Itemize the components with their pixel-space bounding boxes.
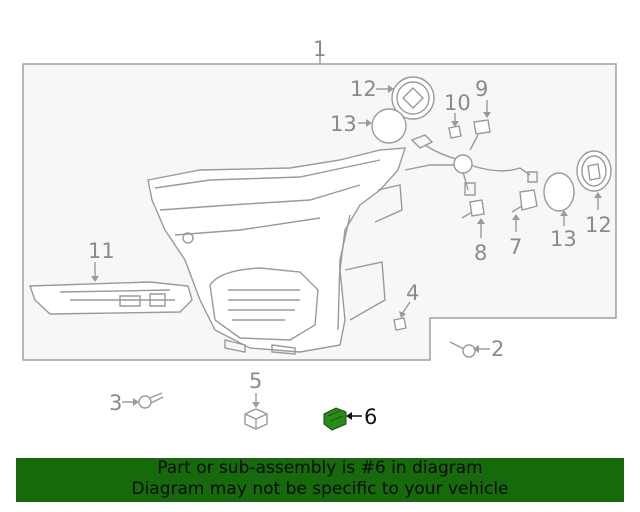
callout-3[interactable]: 3: [109, 391, 122, 415]
bracket-icon[interactable]: [29, 281, 193, 315]
callout-11[interactable]: 9: [475, 77, 488, 101]
callout-8[interactable]: 7: [509, 235, 522, 259]
connector-icon[interactable]: [473, 119, 491, 135]
cover-icon[interactable]: [576, 150, 612, 192]
callout-4[interactable]: 4: [406, 281, 419, 305]
seal-icon[interactable]: [543, 172, 575, 212]
parts-diagram: 1 11 12 13 10 9: [22, 37, 617, 431]
info-banner: Part or sub-assembly is #6 in diagram Di…: [16, 458, 624, 502]
bolt-icon[interactable]: [138, 392, 164, 409]
headlamp-housing-icon[interactable]: [147, 147, 406, 355]
callout-13-top[interactable]: 13: [330, 112, 357, 136]
nut-icon[interactable]: [244, 408, 268, 430]
callout-6[interactable]: 6: [364, 405, 377, 429]
cover-icon[interactable]: [391, 76, 435, 120]
bulb-icon[interactable]: [461, 199, 485, 219]
callout-5[interactable]: 5: [249, 369, 262, 393]
highlighted-part-6-icon[interactable]: [323, 407, 347, 431]
screw-icon[interactable]: [449, 341, 476, 358]
callout-12-right[interactable]: 12: [585, 213, 612, 237]
callout-12-top[interactable]: 12: [350, 77, 377, 101]
banner-line-2: Diagram may not be specific to your vehi…: [131, 479, 509, 499]
callout-7[interactable]: 11: [88, 239, 115, 263]
callout-13-right[interactable]: 13: [550, 227, 577, 251]
bulb-icon[interactable]: [511, 189, 538, 213]
callout-9[interactable]: 8: [474, 241, 487, 265]
seal-icon[interactable]: [371, 108, 407, 144]
callout-10[interactable]: 10: [444, 91, 471, 115]
banner-line-1: Part or sub-assembly is #6 in diagram: [157, 458, 483, 478]
clip-icon[interactable]: [393, 317, 407, 331]
callout-2[interactable]: 2: [491, 337, 504, 361]
cap-icon[interactable]: [448, 125, 462, 139]
wiring-harness-icon[interactable]: [404, 134, 538, 196]
callout-1[interactable]: 1: [313, 37, 326, 61]
